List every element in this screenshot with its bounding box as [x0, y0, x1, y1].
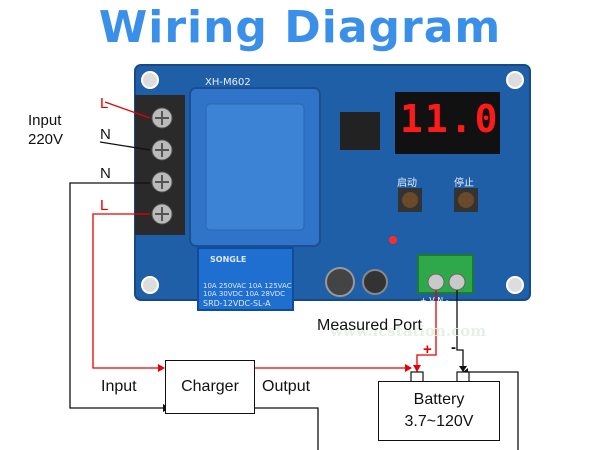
port-pin-labels: + V N - [420, 296, 449, 305]
charger-input-label: Input [101, 378, 137, 395]
capacitor [362, 269, 388, 295]
mount-hole [506, 71, 524, 89]
neutral-label-bottom: N [100, 165, 111, 182]
start-label: 启动 [397, 178, 417, 189]
seven-segment-display [395, 92, 500, 154]
board-model: XH-M602 [205, 77, 251, 88]
ic-chip [340, 112, 380, 150]
battery-label: Battery [413, 391, 465, 408]
relay-ratings: 10A 250VAC 10A 125VAC 10A 30VDC 10A 28VD… [203, 282, 292, 298]
measured-port-label: Measured Port [317, 317, 422, 334]
charger-label: Charger [181, 378, 239, 395]
line-label-bottom: L [100, 197, 109, 214]
watermark: www.icstation.com [330, 322, 487, 340]
relay-model: SRD-12VDC-SL-A [203, 299, 271, 308]
plus-label: + [423, 341, 432, 358]
capacitor [325, 267, 355, 297]
line-label-top: L [100, 95, 109, 112]
mount-hole [141, 71, 159, 89]
battery-range: 3.7~120V [404, 413, 474, 430]
diagram-title: Wiring Diagram [98, 2, 502, 53]
mount-hole [506, 276, 524, 294]
neutral-label-top: N [100, 126, 111, 143]
battery-box: Battery 3.7~120V [378, 381, 500, 441]
power-led [389, 236, 397, 244]
ac-voltage-label: 220V [28, 131, 64, 148]
display-reading: 11.0 [400, 97, 500, 141]
measure-terminal [417, 254, 474, 294]
charger-output-label: Output [262, 378, 311, 395]
mount-hole [141, 276, 159, 294]
relay [197, 247, 294, 311]
charger-box: Charger [165, 360, 255, 414]
minus-label: - [451, 339, 456, 356]
ac-input-label: Input [28, 112, 62, 129]
stop-label: 停止 [454, 178, 474, 189]
relay-brand: SONGLE [210, 255, 247, 264]
